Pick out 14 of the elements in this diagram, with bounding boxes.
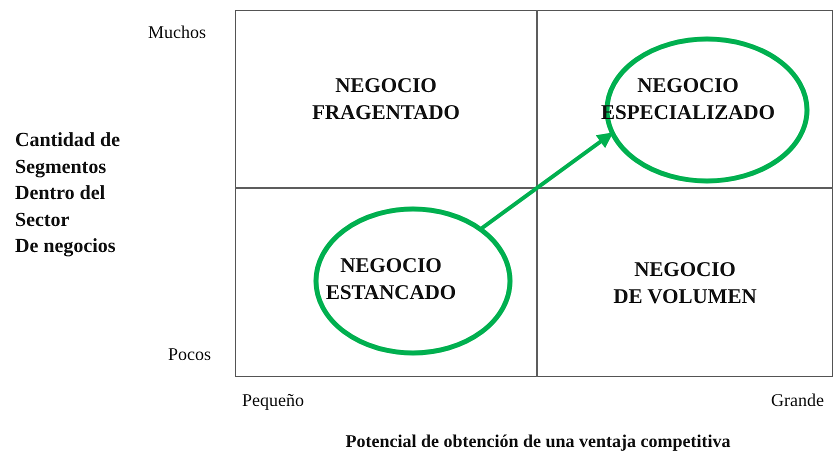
quadrant-box <box>235 188 537 377</box>
axis-title: Cantidad de Segmentos Dentro del Sector De negocios <box>15 128 120 259</box>
axis-tick-label: Pocos <box>168 344 212 365</box>
axis-tick-label: Pequeño <box>242 390 304 411</box>
quadrant-box <box>537 10 833 188</box>
axis-tick-label: Grande <box>771 390 824 411</box>
quadrant-box <box>235 10 537 188</box>
quadrant-label: NEGOCIO DE VOLUMEN <box>613 256 757 310</box>
arrow <box>479 132 614 231</box>
axis-tick-label: Muchos <box>148 22 206 43</box>
quadrant-label: NEGOCIO ESTANCADO <box>326 252 456 306</box>
axis-title: Potencial de obtención de una ventaja competitiva <box>346 431 730 452</box>
quadrant-box <box>537 188 833 377</box>
quadrant-label: NEGOCIO FRAGENTADO <box>312 72 460 126</box>
